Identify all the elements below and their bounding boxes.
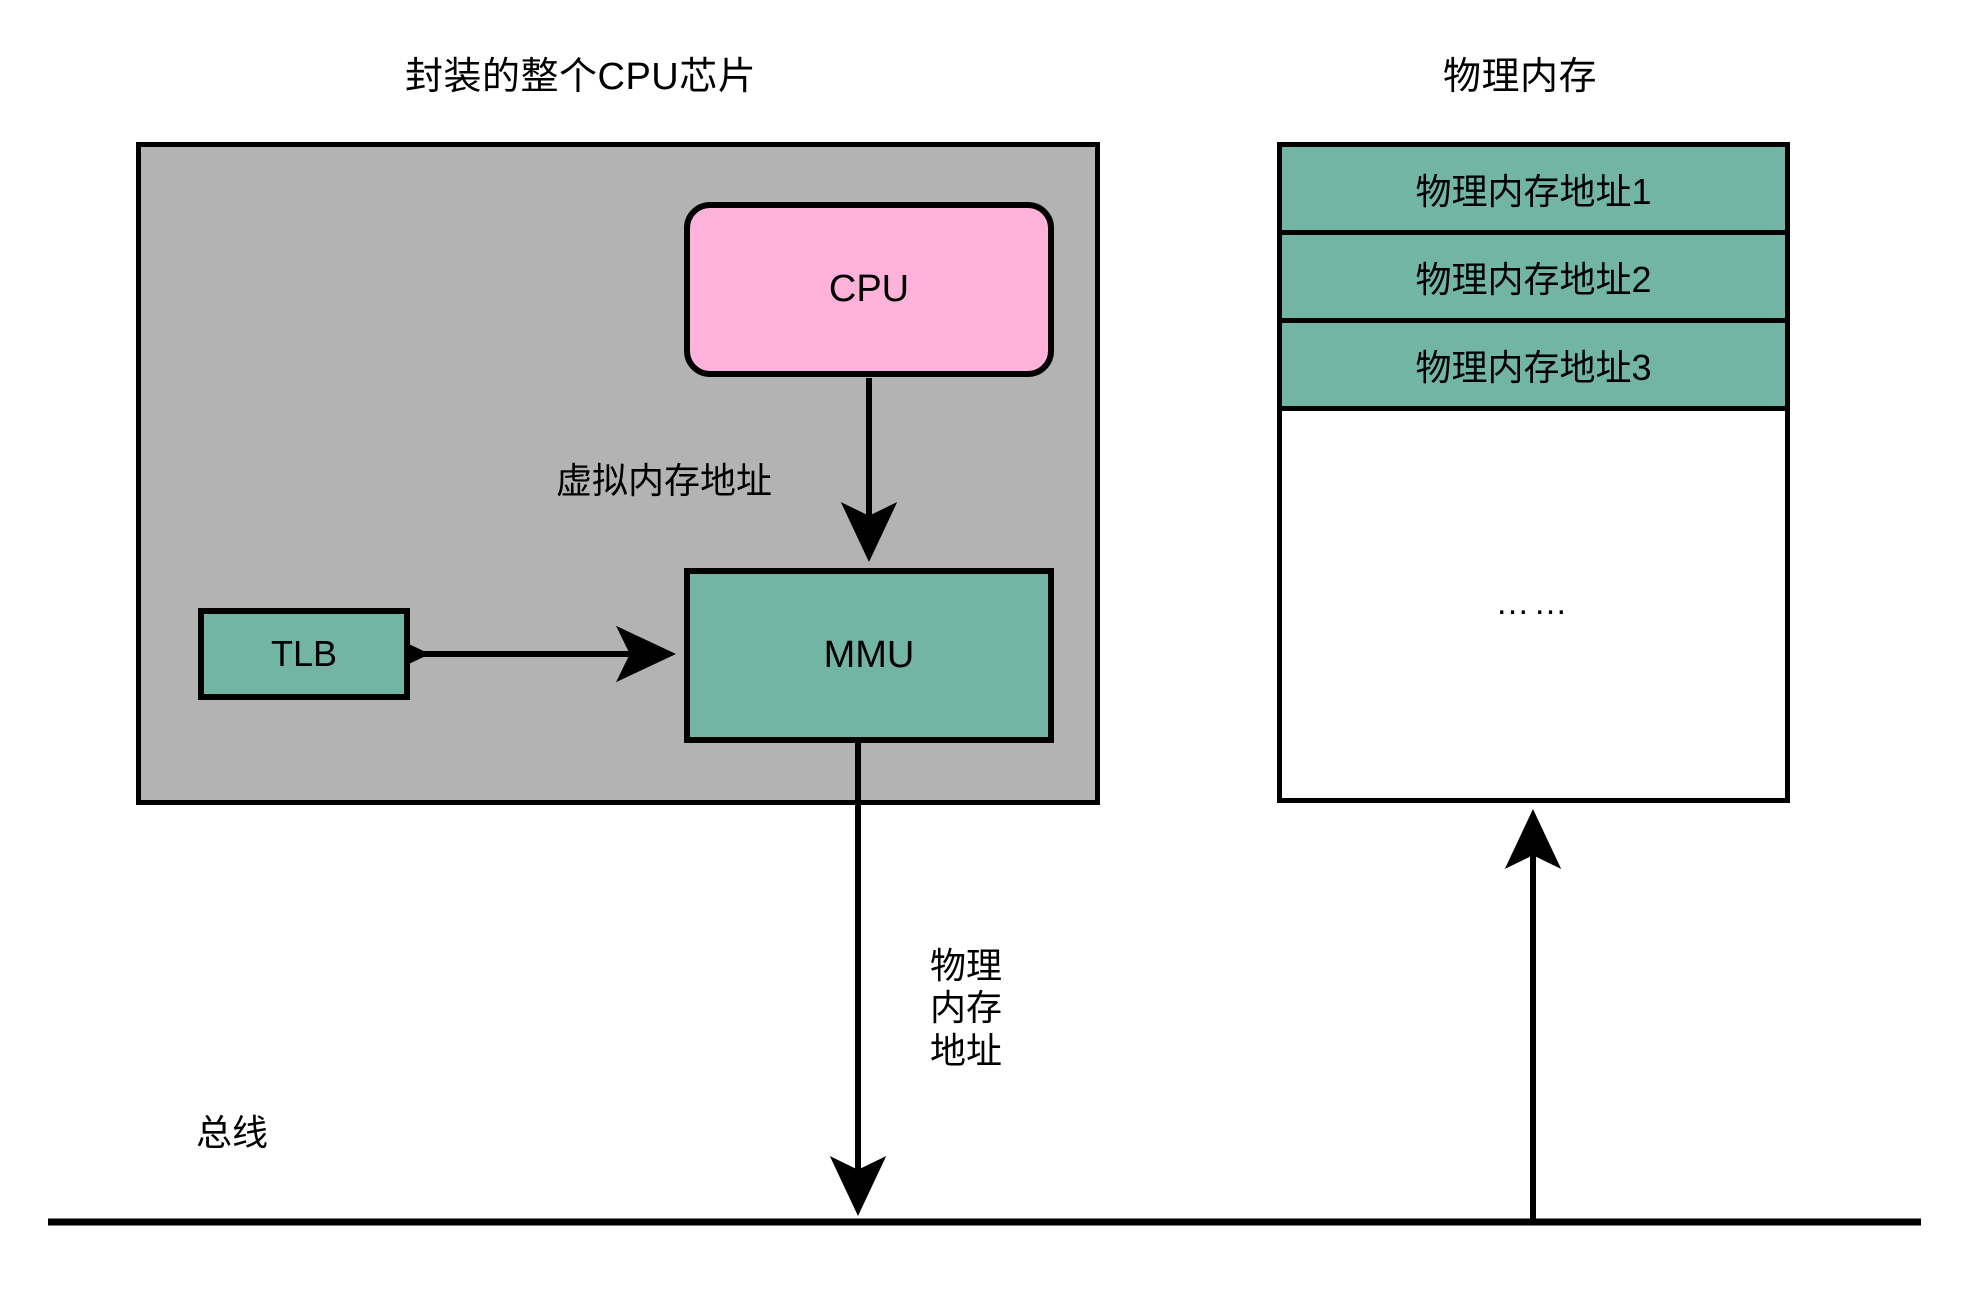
- physical-address-label: 物理 内存 地址: [930, 945, 1002, 1072]
- bus-label: 总线: [196, 1112, 269, 1153]
- mmu-node-label: MMU: [823, 634, 915, 676]
- cpu-node[interactable]: CPU: [684, 202, 1054, 377]
- memory-cell[interactable]: 物理内存地址3: [1282, 323, 1785, 411]
- memory-ellipsis-cell: ……: [1282, 411, 1785, 795]
- physical-memory-title: 物理内存: [1443, 56, 1598, 98]
- physical-memory-stack: 物理内存地址1 物理内存地址2 物理内存地址3 ……: [1277, 142, 1790, 803]
- physical-address-line-3: 地址: [930, 1029, 1003, 1071]
- physical-address-line-2: 内存: [930, 987, 1003, 1029]
- memory-cell[interactable]: 物理内存地址2: [1282, 235, 1785, 323]
- tlb-node[interactable]: TLB: [198, 608, 410, 700]
- memory-cell[interactable]: 物理内存地址1: [1282, 147, 1785, 235]
- cpu-chip-title: 封装的整个CPU芯片: [405, 56, 757, 98]
- virtual-address-label: 虚拟内存地址: [556, 460, 773, 501]
- tlb-node-label: TLB: [270, 633, 338, 674]
- mmu-node[interactable]: MMU: [684, 568, 1054, 743]
- physical-address-line-1: 物理: [930, 945, 1003, 986]
- cpu-node-label: CPU: [828, 268, 910, 310]
